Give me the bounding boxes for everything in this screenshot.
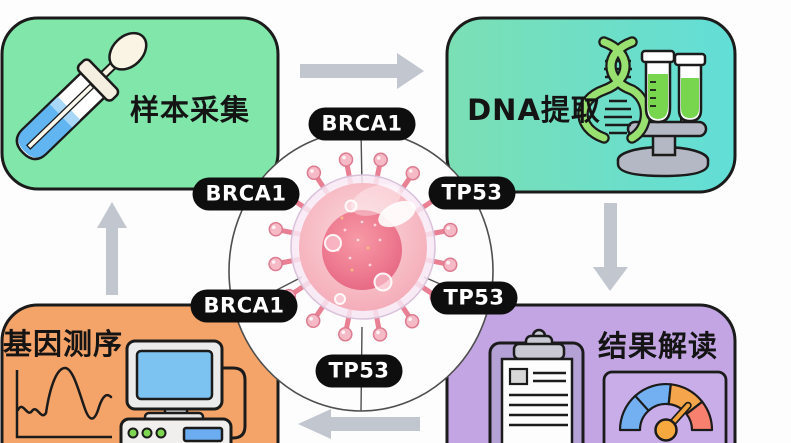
waveform-trace bbox=[16, 366, 113, 420]
waveform-axes bbox=[15, 370, 112, 439]
paper-lines bbox=[509, 371, 568, 427]
tower-indicator-lights bbox=[127, 427, 167, 439]
clipboard bbox=[488, 328, 585, 443]
gene-label-brca1-upper-left: BRCA1 bbox=[192, 177, 300, 211]
gene-label-brca1-lower-left: BRCA1 bbox=[190, 289, 298, 323]
swab-tip bbox=[108, 31, 148, 71]
gauge-segment-red bbox=[685, 400, 714, 432]
test-tube-left bbox=[640, 49, 676, 124]
cell-nucleus bbox=[322, 210, 402, 290]
cell-vesicles bbox=[324, 199, 393, 305]
monitor-cable bbox=[220, 366, 247, 440]
gene-label-tp53-upper-right: TP53 bbox=[428, 176, 516, 210]
arrow-left-icon bbox=[298, 409, 420, 439]
cell-speckles bbox=[336, 220, 382, 267]
tumor-cell-illustration bbox=[268, 152, 458, 342]
arrow-right-icon bbox=[300, 53, 424, 89]
panel-sample-collection bbox=[0, 16, 280, 191]
tube-cap-collar bbox=[76, 58, 120, 102]
stand-base bbox=[616, 145, 710, 178]
gene-label-tp53-bottom: TP53 bbox=[315, 354, 403, 388]
gauge-hub bbox=[654, 418, 678, 442]
clip bbox=[512, 342, 566, 361]
gauge-tick bbox=[634, 395, 650, 412]
panel-bg-sample-collection bbox=[0, 16, 280, 191]
paper-checkbox bbox=[508, 367, 529, 386]
panel-title-result-interpretation: 结果解读 bbox=[597, 329, 719, 363]
arrow-up-icon bbox=[97, 202, 127, 295]
sequencer-computer-icon bbox=[15, 339, 247, 443]
panel-title-dna-extraction: DNA提取 bbox=[467, 93, 601, 127]
dna-helix bbox=[577, 36, 652, 144]
gauge bbox=[602, 370, 728, 443]
panel-title-gene-sequencing: 基因测序 bbox=[2, 327, 124, 361]
panel-title-sample-collection: 样本采集 bbox=[129, 93, 251, 127]
gene-label-brca1-top: BRCA1 bbox=[308, 107, 416, 141]
dna-helix-test-tubes-icon bbox=[577, 36, 710, 178]
arrow-down-icon bbox=[593, 203, 628, 291]
clipboard-gauge-icon bbox=[488, 328, 728, 443]
tower-drive-slot bbox=[182, 426, 224, 443]
cell-speckles-amber bbox=[340, 216, 370, 272]
test-tube-right bbox=[673, 52, 707, 123]
gene-label-tp53-lower-right: TP53 bbox=[430, 281, 518, 315]
swab-test-tube-icon bbox=[15, 31, 148, 161]
monitor-screen bbox=[135, 349, 214, 401]
cell-highlight bbox=[378, 200, 416, 228]
